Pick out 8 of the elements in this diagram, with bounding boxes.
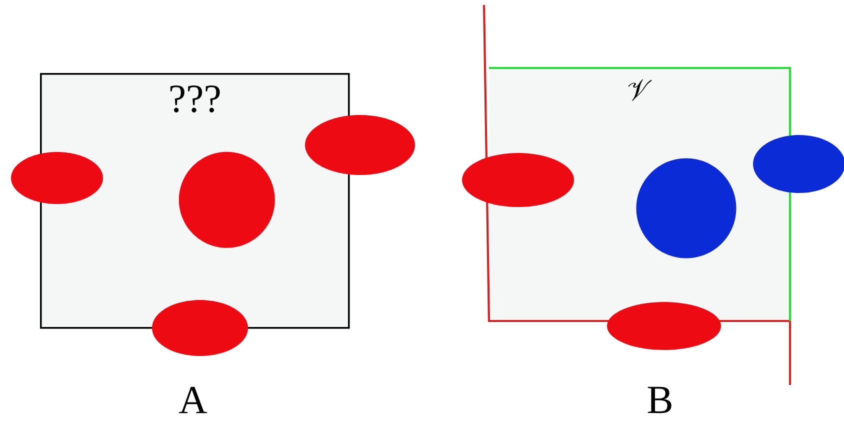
ellipse-shape bbox=[152, 300, 248, 356]
ellipse-shape bbox=[462, 153, 574, 207]
panel-label: B bbox=[648, 386, 672, 414]
ellipse-shape bbox=[305, 115, 415, 175]
circle-shape bbox=[636, 158, 736, 258]
ellipse-shape bbox=[607, 302, 721, 350]
ellipse-shape bbox=[11, 152, 103, 204]
circle-shape bbox=[178, 152, 275, 248]
